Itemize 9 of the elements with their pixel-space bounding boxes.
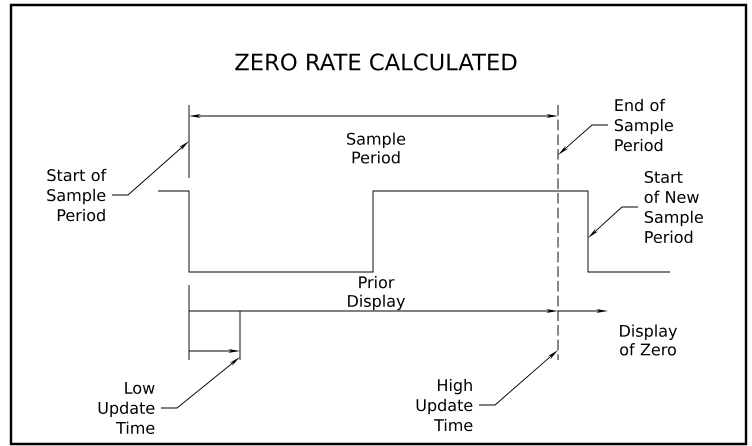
leader-text: Start of Sample Period bbox=[47, 168, 106, 222]
leader-text: Start of New Sample Period bbox=[644, 170, 703, 244]
dimension-label: Display of Zero bbox=[620, 324, 678, 356]
leader-text: End of Sample Period bbox=[614, 98, 673, 152]
dimension-label: Sample Period bbox=[347, 132, 406, 164]
leader-text: High Update Time bbox=[416, 378, 472, 432]
dimension-label: Prior Display bbox=[348, 276, 406, 310]
title: ZERO RATE CALCULATED bbox=[235, 53, 516, 71]
leader-text: Low Update Time bbox=[98, 382, 155, 434]
